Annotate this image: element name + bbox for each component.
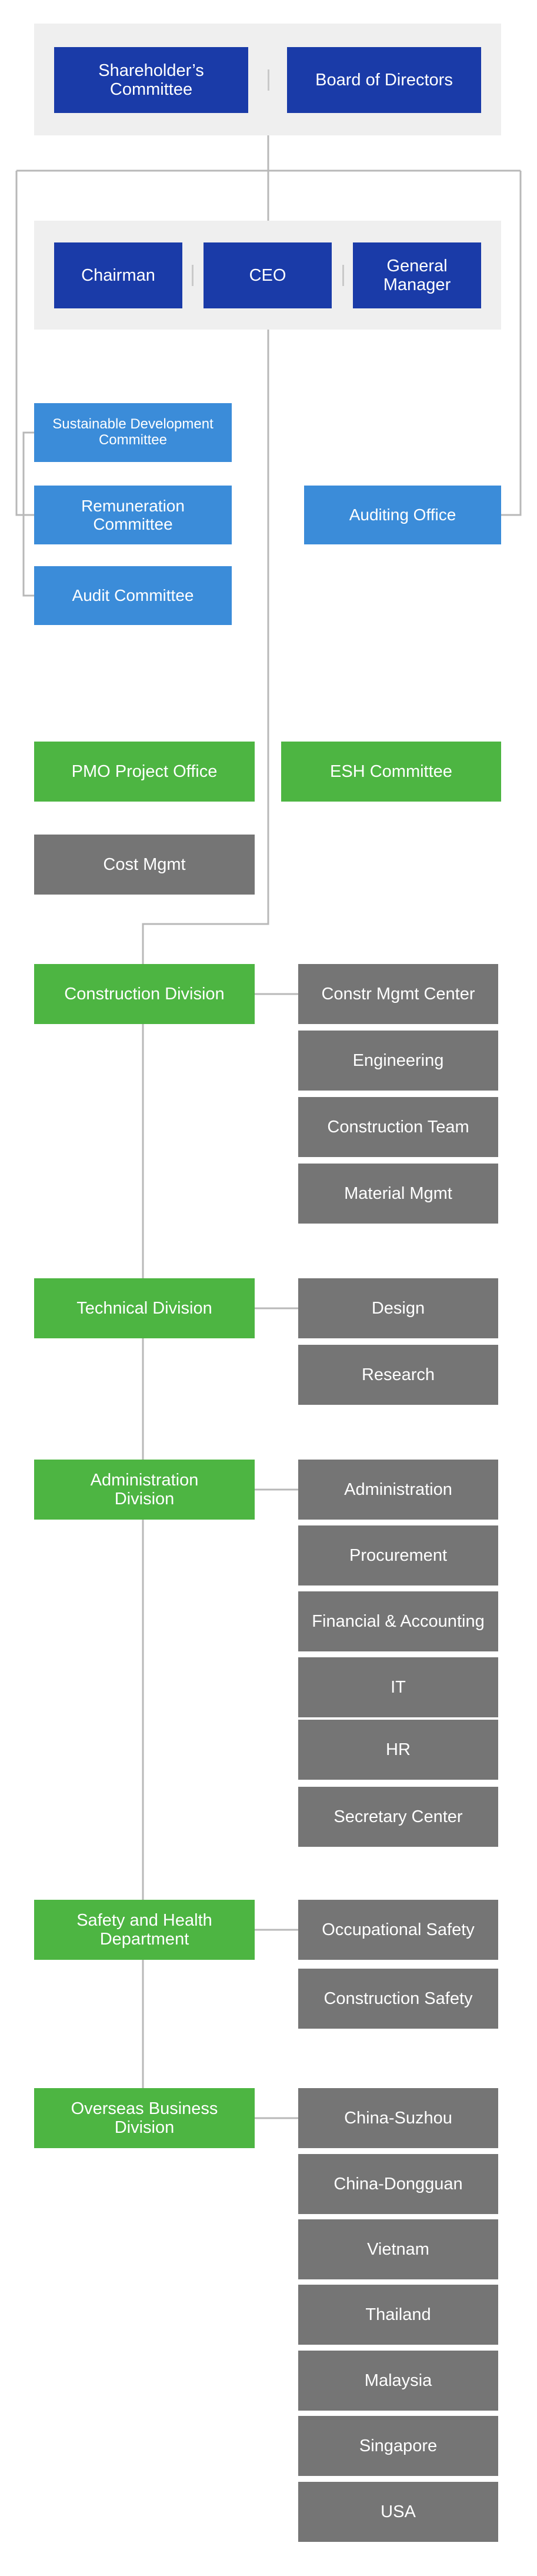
it-box[interactable]: IT: [298, 1657, 498, 1717]
construction-safety-box[interactable]: Construction Safety: [298, 1969, 498, 2029]
financial-accounting-box[interactable]: Financial & Accounting: [298, 1591, 498, 1651]
singapore-box[interactable]: Singapore: [298, 2416, 498, 2476]
vietnam-box[interactable]: Vietnam: [298, 2219, 498, 2279]
technical-division-box[interactable]: Technical Division: [34, 1278, 255, 1338]
esh-committee-box[interactable]: ESH Committee: [281, 742, 501, 802]
administration-box[interactable]: Administration: [298, 1460, 498, 1520]
overseas-business-division-box[interactable]: Overseas Business Division: [34, 2088, 255, 2148]
secretary-center-box[interactable]: Secretary Center: [298, 1787, 498, 1847]
board-of-directors-box[interactable]: Board of Directors: [287, 47, 481, 113]
auditing-office-box[interactable]: Auditing Office: [304, 486, 501, 544]
ceo-box[interactable]: CEO: [204, 242, 332, 308]
cost-mgmt-box[interactable]: Cost Mgmt: [34, 835, 255, 895]
thailand-box[interactable]: Thailand: [298, 2285, 498, 2345]
china-dongguan-box[interactable]: China-Dongguan: [298, 2154, 498, 2214]
occupational-safety-box[interactable]: Occupational Safety: [298, 1900, 498, 1960]
constr-mgmt-center-box[interactable]: Constr Mgmt Center: [298, 964, 498, 1024]
chairman-box[interactable]: Chairman: [54, 242, 182, 308]
executive-separator-2: [342, 265, 344, 286]
sustainable-development-committee-box[interactable]: Sustainable Development Committee: [34, 403, 232, 462]
china-suzhou-box[interactable]: China-Suzhou: [298, 2088, 498, 2148]
design-box[interactable]: Design: [298, 1278, 498, 1338]
usa-box[interactable]: USA: [298, 2482, 498, 2542]
construction-division-box[interactable]: Construction Division: [34, 964, 255, 1024]
administration-division-box[interactable]: Administration Division: [34, 1460, 255, 1520]
safety-health-department-box[interactable]: Safety and Health Department: [34, 1900, 255, 1960]
material-mgmt-box[interactable]: Material Mgmt: [298, 1164, 498, 1224]
executive-separator-1: [192, 265, 194, 286]
pmo-project-office-box[interactable]: PMO Project Office: [34, 742, 255, 802]
general-manager-box[interactable]: General Manager: [353, 242, 481, 308]
malaysia-box[interactable]: Malaysia: [298, 2351, 498, 2411]
remuneration-committee-box[interactable]: Remuneration Committee: [34, 486, 232, 544]
shareholders-committee-box[interactable]: Shareholder’s Committee: [54, 47, 248, 113]
procurement-box[interactable]: Procurement: [298, 1525, 498, 1586]
audit-committee-box[interactable]: Audit Committee: [34, 566, 232, 625]
hr-box[interactable]: HR: [298, 1720, 498, 1780]
governance-separator: [268, 69, 269, 91]
engineering-box[interactable]: Engineering: [298, 1031, 498, 1091]
research-box[interactable]: Research: [298, 1345, 498, 1405]
construction-team-box[interactable]: Construction Team: [298, 1097, 498, 1157]
